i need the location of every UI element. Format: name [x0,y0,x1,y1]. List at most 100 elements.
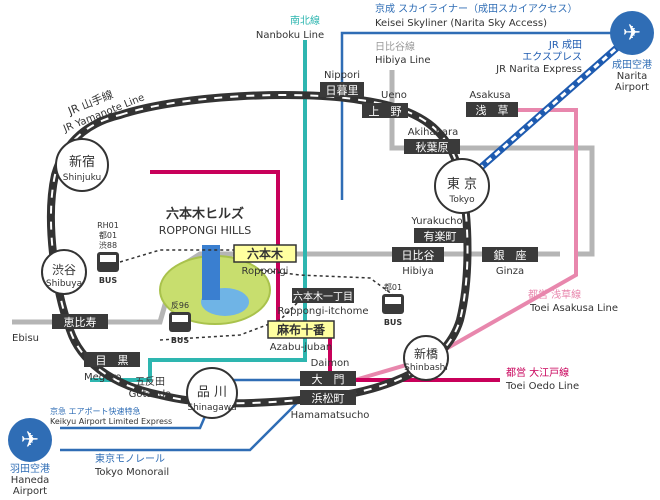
roppongi-hills-label[interactable]: 六本木ヒルズ ROPPONGI HILLS [159,206,251,237]
station-en: Shinjuku [63,173,101,183]
landmark-ja: 六本木ヒルズ [166,206,244,222]
nanboku-label-ja: 南北線 [290,14,320,27]
haneda-en1: Haneda [11,475,50,486]
asakusa-label-ja: 都営 浅草線 [528,288,581,301]
station-ja: 東 京 [447,176,477,192]
station-en: Nippori [324,70,360,81]
station-en: Azabu-juban [270,342,332,353]
station-en: Hibiya [402,266,433,277]
station-gotanda[interactable]: 五反田 Gotanda [129,376,172,400]
station-hamamatsucho[interactable]: 浜松町 Hamamatsucho [291,390,370,421]
station-azabu-juban[interactable]: 麻布十番 Azabu-juban [267,320,335,353]
walking-route [119,249,240,263]
station-ja: 有楽町 [424,229,457,243]
bus-route: 渋88 [99,240,117,250]
hibiya-label-en: Hibiya Line [375,55,431,66]
station-yurakucho[interactable]: Yurakucho 有楽町 [410,216,466,243]
station-en: Roppongi-itchome [277,306,368,317]
bus-label: BUS [384,318,403,327]
station-en: Meguro [84,372,121,383]
station-roppongi[interactable]: 六本木 Roppongi [233,244,297,277]
station-ja: 日暮里 [326,83,359,97]
station-meguro[interactable]: 目 黒 Meguro [84,352,140,383]
haneda-airport-icon [8,418,52,462]
narita-en1: Narita [617,71,648,82]
bus-stop-right[interactable]: 都01 BUS [382,283,404,327]
station-ja: 新宿 [69,154,95,170]
station-en: Ginza [496,266,524,277]
keisei-label-ja: 京成 スカイライナー（成田スカイアクセス） [375,2,577,15]
mori-tower [202,245,220,300]
station-ja: 五反田 [135,376,165,388]
keikyu-label-en: Keikyu Airport Limited Express [50,417,172,426]
bus-label: BUS [99,276,118,285]
station-daimon[interactable]: Daimon 大 門 [300,358,356,386]
bus-stop-shibuya[interactable]: RH01 都01 渋88 BUS [97,221,119,285]
station-shinagawa[interactable]: 品 川 Shinagawa [186,367,238,419]
monorail-label-ja: 東京モノレール [95,452,165,465]
asakusa-label-en: Toei Asakusa Line [529,303,618,314]
station-ja: 新橋 [414,346,438,361]
keisei-line [340,31,616,200]
keisei-label-en: Keisei Skyliner (Narita Sky Access) [375,18,547,29]
landmark-en: ROPPONGI HILLS [159,224,251,237]
nanboku-line [90,40,307,382]
station-en: Tokyo [448,195,475,205]
station-akihabara[interactable]: Akihabara 秋葉原 [404,127,460,154]
station-ja: 銀 座 [494,248,527,262]
plane-icon: ✈ [623,21,641,46]
hibiya-line-north [389,70,595,257]
station-hibiya[interactable]: 日比谷 Hibiya [392,247,444,277]
oedo-label-en: Toei Oedo Line [505,381,579,392]
station-en: Shinagawa [187,403,236,413]
station-ginza[interactable]: 銀 座 Ginza [482,247,538,277]
bus-label: BUS [171,336,190,345]
station-en: Roppongi [242,266,289,277]
nex-label-ja2: エクスプレス [522,51,582,63]
station-shibuya[interactable]: 渋谷 Shibuya [41,249,87,295]
station-ueno[interactable]: Ueno 上 野 [362,90,408,118]
hibiya-label-ja: 日比谷線 [375,40,415,53]
station-ja: 浜松町 [312,391,345,405]
monorail-label-en: Tokyo Monorail [94,467,169,478]
station-ebisu[interactable]: 恵比寿 Ebisu [12,314,108,344]
station-roppongi-itchome[interactable]: 六本木一丁目 Roppongi-itchome [277,288,369,317]
narita-airport[interactable]: ✈ 成田空港 Narita Airport [610,11,654,93]
plane-icon: ✈ [21,428,39,453]
keikyu-label-ja: 京急 エアポート快速特急 [50,406,141,416]
bus-route: 都01 [99,231,117,240]
narita-express-dash [461,43,621,186]
bus-route: 都01 [384,283,402,292]
station-ja: 大 門 [312,372,345,386]
station-en: Ebisu [12,333,39,344]
station-ja: 恵比寿 [64,315,97,329]
station-en: Daimon [311,358,350,369]
station-en: Shibuya [46,279,82,289]
station-ja: 目 黒 [96,354,129,367]
station-shinbashi[interactable]: 新橋 Shinbashi [403,335,449,381]
bus-stop-hills[interactable]: 反96 BUS [169,300,191,345]
station-en: Hamamatsucho [291,410,370,421]
bus-route: 反96 [171,300,189,310]
nex-label-ja1: JR 成田 [548,39,582,51]
station-asakusa[interactable]: Asakusa 浅 草 [466,90,518,117]
station-en: Gotanda [129,389,172,400]
nex-label-en: JR Narita Express [495,64,582,75]
station-nippori[interactable]: Nippori 日暮里 [320,70,364,97]
station-ja: 上 野 [369,105,402,118]
station-shinjuku[interactable]: 新宿 Shinjuku [55,138,109,192]
station-ja: 秋葉原 [416,140,449,154]
station-ja: 六本木 [247,246,284,261]
narita-ja: 成田空港 [612,58,652,71]
nanboku-label-en: Nanboku Line [256,30,324,41]
station-ja: 六本木一丁目 [293,290,353,303]
oedo-label-ja: 都営 大江戸線 [506,366,569,379]
station-en: Ueno [381,90,407,101]
station-ja: 麻布十番 [276,322,326,337]
haneda-airport[interactable]: ✈ 羽田空港 Haneda Airport [8,418,52,497]
station-en: Akihabara [408,127,459,138]
walking-route-3 [259,269,401,301]
station-tokyo[interactable]: 東 京 Tokyo [434,158,490,214]
station-ja: 品 川 [197,385,227,400]
